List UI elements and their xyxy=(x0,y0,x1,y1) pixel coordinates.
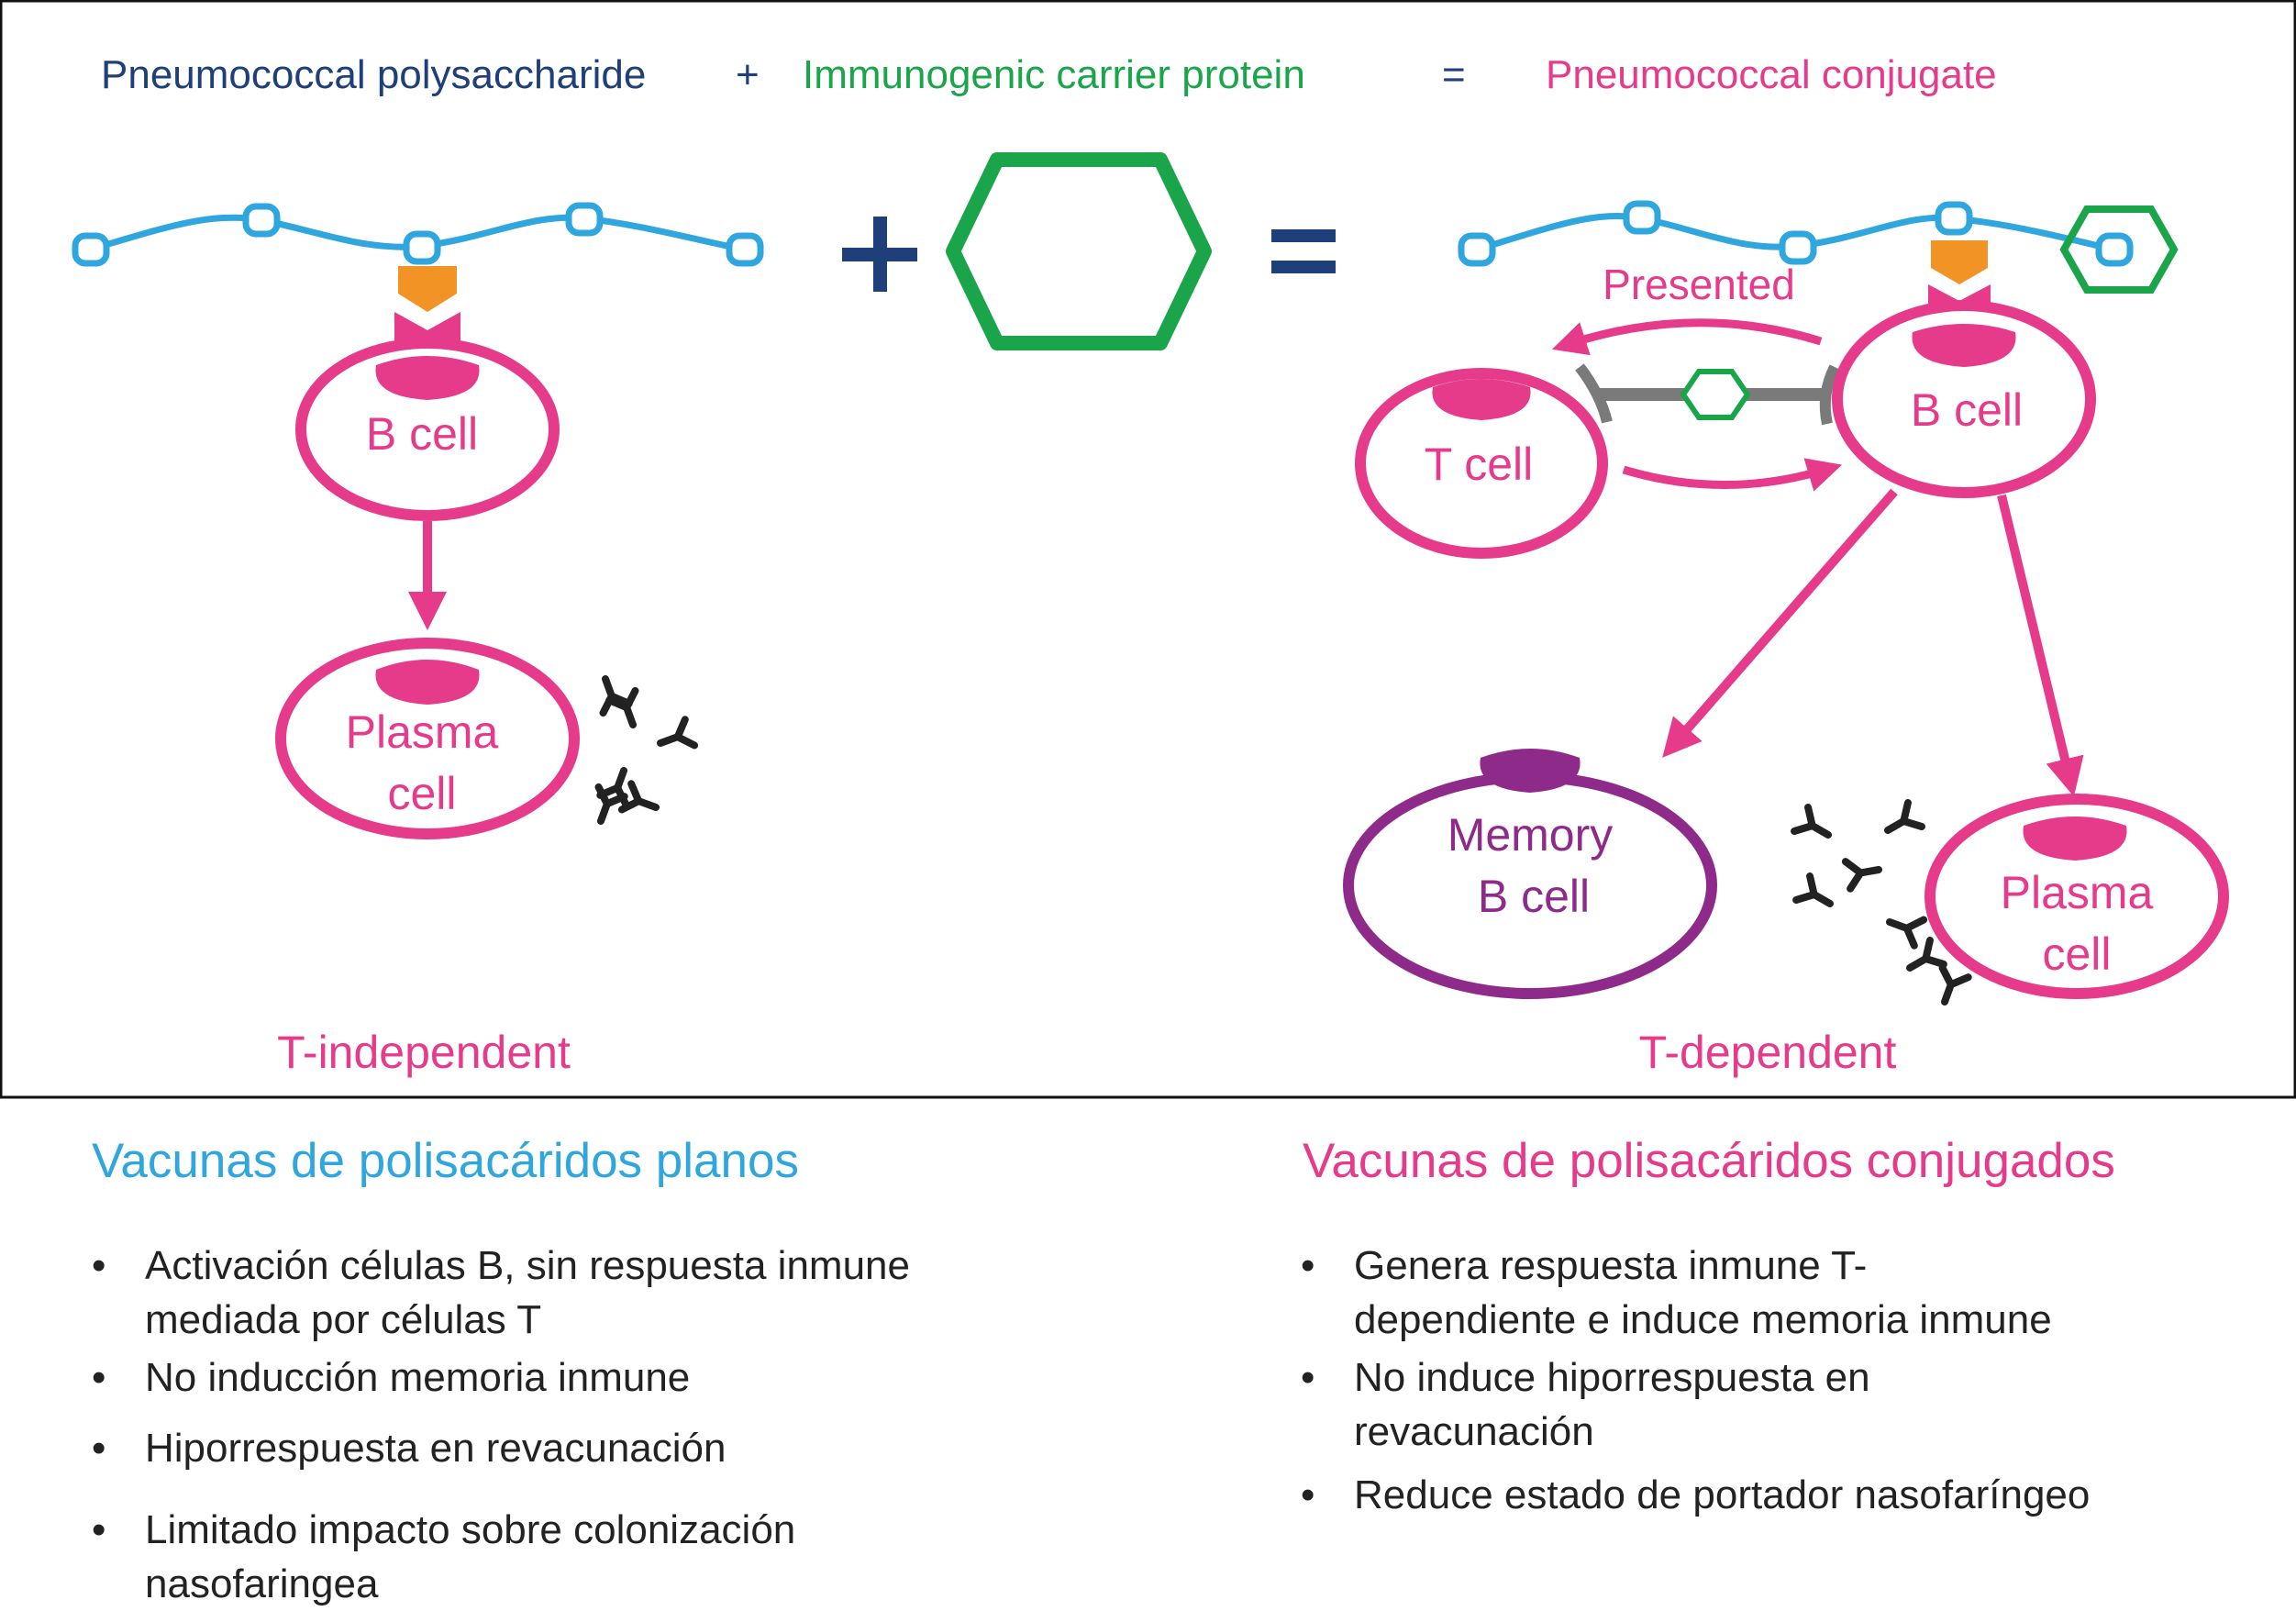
list-item: Activación células B, sin respuesta inmu… xyxy=(92,1239,1174,1347)
list-item: No inducción memoria inmune xyxy=(92,1350,1174,1405)
right-column-bullets: Genera respuesta inmune T-dependiente e … xyxy=(1301,1239,2273,1522)
arrow-b-to-memory xyxy=(1662,488,1898,758)
t-cell-label: T cell xyxy=(1425,439,1534,490)
bcr-icon xyxy=(394,312,460,347)
plasma-cell-left-label-2: cell xyxy=(387,768,456,819)
nucleus-icon xyxy=(2023,817,2127,861)
nucleus-icon xyxy=(1480,749,1581,793)
nucleus-icon xyxy=(375,660,480,705)
polysaccharide-label: Pneumococcal polysaccharide xyxy=(101,52,646,97)
equals-icon xyxy=(1271,229,1336,273)
nucleus-icon xyxy=(375,356,480,400)
plasma-cell-right-label-2: cell xyxy=(2042,928,2111,980)
arrow-t-to-b xyxy=(1622,458,1843,492)
polysaccharide-chain-right xyxy=(1458,200,2134,267)
memory-b-cell-label-1: Memory xyxy=(1447,809,1614,861)
mhc-bridge-icon xyxy=(1575,363,1840,426)
receptor-icon xyxy=(398,266,457,312)
list-item: Genera respuesta inmune T-dependiente e … xyxy=(1301,1239,2273,1347)
plasma-cell-left xyxy=(275,638,580,839)
plasma-cell-right xyxy=(1924,794,2229,999)
arrow-b-to-t xyxy=(1552,318,1823,356)
antibodies-left xyxy=(588,674,694,826)
list-item: Limitado impacto sobre colonizaciónnasof… xyxy=(92,1503,1174,1611)
t-independent-label: T-independent xyxy=(277,1027,571,1078)
plasma-cell-left-label-1: Plasma xyxy=(346,706,499,758)
b-cell-right xyxy=(1832,300,2096,498)
nucleus-icon xyxy=(1912,324,2016,367)
list-item: Hiporrespuesta en revacunación xyxy=(92,1421,1174,1475)
plus-label: + xyxy=(736,52,760,97)
nucleus-icon xyxy=(1432,379,1531,420)
left-column-heading: Vacunas de polisacáridos planos xyxy=(92,1134,799,1188)
arrow-b-to-plasma-right xyxy=(1997,494,2084,797)
left-column-bullets: Activación células B, sin respuesta inmu… xyxy=(92,1239,1174,1611)
plus-icon xyxy=(842,217,917,292)
t-cell xyxy=(1355,368,1608,559)
carrier-protein-label: Immunogenic carrier protein xyxy=(803,52,1305,97)
right-column-heading: Vacunas de polisacáridos conjugados xyxy=(1303,1134,2115,1188)
presented-label: Presented xyxy=(1603,261,1795,308)
conjugate-label: Pneumococcal conjugate xyxy=(1546,52,1997,97)
b-cell-left-label: B cell xyxy=(366,408,478,460)
polysaccharide-chain-left xyxy=(72,202,764,267)
memory-b-cell-label-2: B cell xyxy=(1478,871,1590,922)
carrier-protein-small-icon xyxy=(2059,206,2179,294)
equals-label: = xyxy=(1442,52,1466,97)
plasma-cell-right-label-1: Plasma xyxy=(2001,867,2154,918)
carrier-protein-hexagon xyxy=(946,152,1212,350)
b-cell-left xyxy=(295,338,560,521)
diagram-frame xyxy=(0,0,2296,1099)
receptor-icon xyxy=(1931,240,1988,284)
list-item: Reduce estado de portador nasofaríngeo xyxy=(1301,1468,2273,1522)
b-cell-right-label: B cell xyxy=(1911,384,2023,436)
t-dependent-label: T-dependent xyxy=(1639,1027,1897,1078)
